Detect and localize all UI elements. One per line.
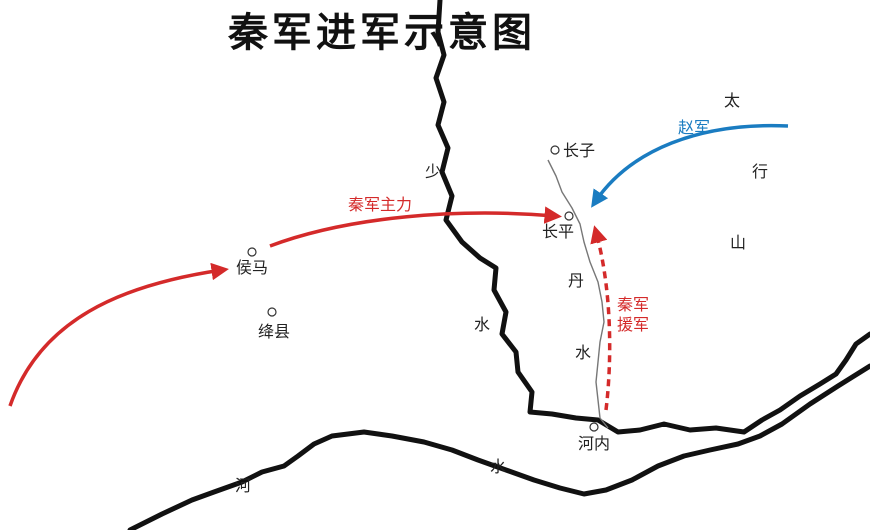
changping-marker xyxy=(564,211,574,221)
qin-reinforce-label-line2: 援军 xyxy=(617,315,649,334)
map-title: 秦军进军示意图 xyxy=(228,10,536,56)
changzi-label: 长子 xyxy=(563,141,595,160)
dan-label: 丹 xyxy=(568,271,584,290)
shao-river-water-label: 水 xyxy=(474,315,490,334)
qin-main-arrow-west xyxy=(8,262,229,407)
changping-label: 长平 xyxy=(542,222,574,241)
changzi-marker xyxy=(550,145,560,155)
qin-main-arrow-east xyxy=(269,206,562,248)
houma-marker xyxy=(247,247,257,257)
taihang-tai-label: 太 xyxy=(724,91,740,110)
he-label: 河 xyxy=(235,476,251,495)
dan-river-water-label: 水 xyxy=(575,343,591,362)
he-river-water-label: 水 xyxy=(490,457,506,476)
jiangxian-label: 绛县 xyxy=(258,322,290,341)
henei-label: 河内 xyxy=(578,434,610,453)
jiangxian-marker xyxy=(267,307,277,317)
houma-label: 侯马 xyxy=(236,258,268,277)
dan-river xyxy=(547,159,609,429)
qin-main-label: 秦军主力 xyxy=(348,195,412,214)
zhao-army-arrow xyxy=(591,123,789,208)
taihang-shan-label: 山 xyxy=(730,233,746,252)
taihang-hang-label: 行 xyxy=(752,162,768,181)
qin-reinforce-label-line1: 秦军 xyxy=(617,295,649,314)
henei-marker xyxy=(589,422,599,432)
shao-label: 少 xyxy=(425,162,441,181)
qin-reinforcement-arrow xyxy=(590,225,612,411)
yellow-river xyxy=(127,363,870,530)
zhao-army-label: 赵军 xyxy=(678,118,710,137)
shao-river xyxy=(433,0,870,435)
